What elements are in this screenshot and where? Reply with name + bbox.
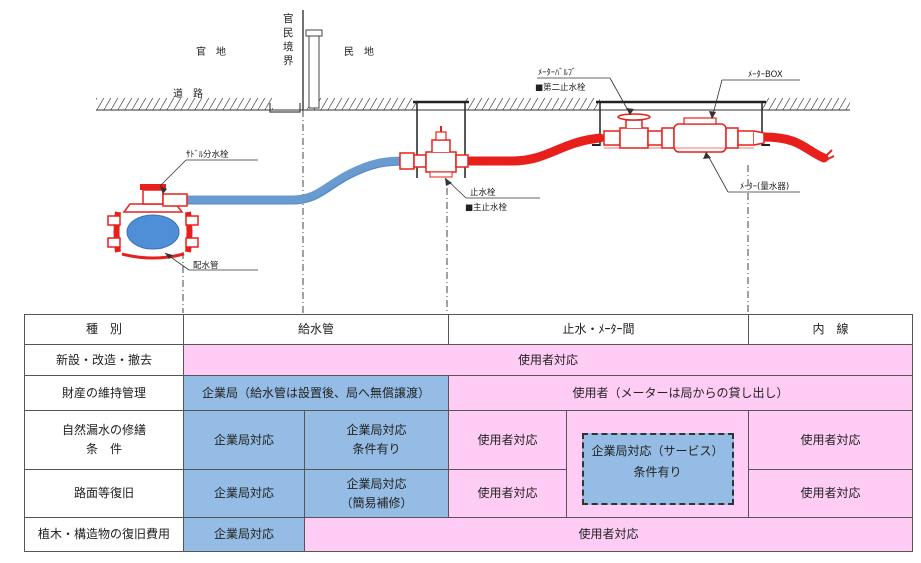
row-label: 路面等復旧 xyxy=(24,469,184,518)
cell-bureau: 企業局対応 xyxy=(183,469,305,518)
service-box-line: 条件有り xyxy=(633,465,682,479)
stop-valve xyxy=(399,126,469,178)
distribution-main-pipe xyxy=(126,214,180,250)
road-label: 道 路 xyxy=(173,87,203,100)
second-stop-valve-label: ■第二止水栓 xyxy=(535,82,586,93)
row-label: 自然漏水の修繕 条 件 xyxy=(24,410,184,470)
boundary-label-char: 民 xyxy=(283,27,294,39)
cell-user: 使用者（メーターは局からの貸し出し） xyxy=(448,375,914,411)
cell-user: 使用者対応 xyxy=(748,410,914,470)
cell-bureau: 企業局対応 xyxy=(183,410,305,470)
road-surface xyxy=(96,98,850,111)
cell-bureau: 企業局対応 xyxy=(183,517,305,552)
meter-valve-label: ﾒｰﾀｰﾊﾞﾙﾌﾞ xyxy=(538,68,576,78)
public-land-label: 官 地 xyxy=(196,45,226,58)
water-meter xyxy=(604,117,765,153)
cell-user: 使用者対応 xyxy=(748,469,914,518)
main-stop-valve-label: ■主止水栓 xyxy=(465,202,508,213)
supply-pipe xyxy=(181,156,410,205)
table-row: 財産の維持管理 企業局（給水管は設置後、局へ無償譲渡） 使用者（メーターは局から… xyxy=(24,375,914,411)
distribution-main-label: 配水管 xyxy=(193,260,219,271)
boundary-label-char: 界 xyxy=(283,55,294,67)
table-row: 路面等復旧 企業局対応 企業局対応 （簡易補修） 使用者対応 使用者対応 xyxy=(24,469,914,518)
row-label-line: 条 件 xyxy=(85,442,122,456)
saddle-valve-label: ｻﾄﾞﾙ分水栓 xyxy=(186,149,229,160)
service-box-line: 企業局対応（サービス） xyxy=(591,444,724,458)
cell-bureau-simple-repair: 企業局対応 （簡易補修） xyxy=(303,469,450,518)
header-stop-meter-section: 止水・ﾒｰﾀｰ間 xyxy=(448,314,750,345)
cell-service-container: 企業局対応（サービス） 条件有り xyxy=(566,410,750,518)
meter-box-label: ﾒｰﾀｰBOX xyxy=(748,70,783,80)
row-label: 財産の維持管理 xyxy=(24,375,184,411)
boundary-label-char: 官 xyxy=(283,12,294,25)
header-internal: 内 線 xyxy=(748,314,914,345)
row-label: 植木・構造物の復旧費用 xyxy=(24,517,184,552)
cell-user: 使用者対応 xyxy=(448,410,568,470)
boundary-marker xyxy=(269,10,323,113)
cell-line: 企業局対応 xyxy=(346,476,407,491)
internal-pipe-section xyxy=(465,133,605,166)
section-guide-lines xyxy=(182,110,749,313)
header-supply-pipe: 給水管 xyxy=(182,314,450,345)
header-category: 種 別 xyxy=(24,314,184,345)
private-land-label: 民 地 xyxy=(344,45,374,58)
boundary-label-char: 境 xyxy=(283,40,294,53)
stop-valve-label: 止水栓 xyxy=(470,187,496,198)
table-row: 新設・改造・撤去 使用者対応 xyxy=(24,344,914,376)
meter-valve xyxy=(603,113,663,149)
meter-box xyxy=(592,100,770,146)
cell-line: （簡易補修） xyxy=(340,495,413,510)
table-row: 植木・構造物の復旧費用 企業局対応 使用者対応 xyxy=(24,517,914,552)
cell-line: 条件有り xyxy=(352,442,401,456)
table-row: 自然漏水の修繕 条 件 企業局対応 企業局対応 条件有り 使用者対応 企業局対応… xyxy=(24,410,914,518)
cell-user: 使用者対応 xyxy=(448,469,568,518)
responsibility-table: 種 別 給水管 止水・ﾒｰﾀｰ間 内 線 新設・改造・撤去 使用者対応 財産の維… xyxy=(24,314,914,552)
cell-user: 使用者対応 xyxy=(182,344,914,376)
water-supply-diagram: 官 民 境 界 官 地 民 地 道 路 ｻﾄﾞﾙ分水栓 配水管 止水栓 ■主止水… xyxy=(96,10,850,313)
row-label: 新設・改造・撤去 xyxy=(24,344,184,376)
internal-pipe xyxy=(759,132,829,163)
table-header-row: 種 別 給水管 止水・ﾒｰﾀｰ間 内 線 xyxy=(24,314,914,345)
cell-bureau: 企業局（給水管は設置後、局へ無償譲渡） xyxy=(182,375,450,411)
cell-user: 使用者対応 xyxy=(303,517,914,552)
service-box: 企業局対応（サービス） 条件有り xyxy=(581,433,734,505)
cell-line: 企業局対応 xyxy=(346,423,407,438)
meter-label: ﾒｰﾀｰ(量水器) xyxy=(740,181,789,192)
row-label-line: 自然漏水の修繕 xyxy=(61,423,146,438)
saddle-valve-assembly xyxy=(107,184,199,260)
leader-lines xyxy=(159,77,800,271)
cell-bureau-conditional: 企業局対応 条件有り xyxy=(303,410,450,470)
